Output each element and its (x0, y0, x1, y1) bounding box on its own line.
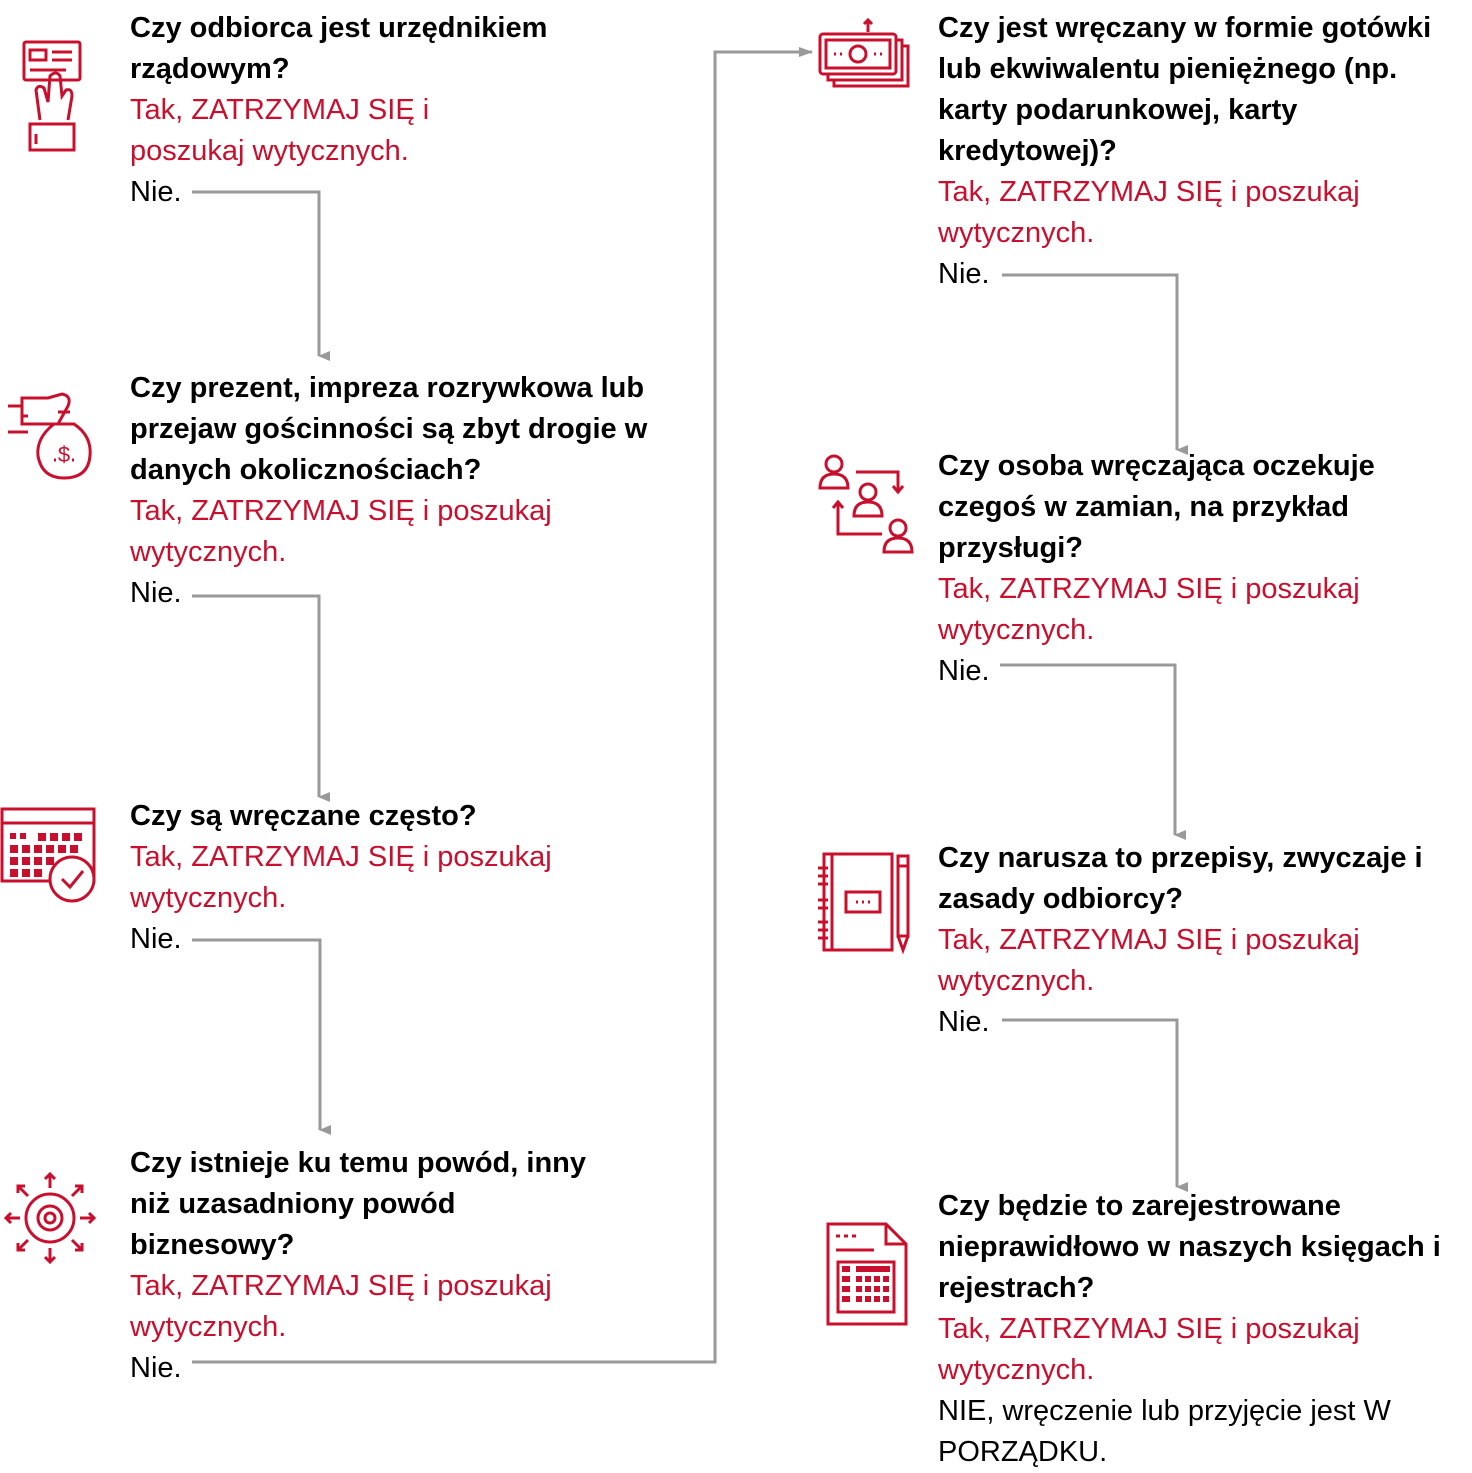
yes-answer: Tak, ZATRZYMAJ SIĘ i poszukaj wytycznych… (938, 1313, 1360, 1386)
connector-2-3 (192, 594, 330, 802)
connector-1-2 (192, 190, 330, 361)
question-text: Czy jest wręczany w formie gotówki lub e… (938, 12, 1432, 167)
no-answer: Nie. (130, 923, 182, 955)
final-answer: NIE, wręczenie lub przyjęcie jest W PORZ… (938, 1395, 1391, 1468)
no-answer: Nie. (938, 1006, 990, 1038)
step-5: Czy jest wręczany w formie gotówki lub e… (938, 8, 1468, 295)
yes-answer: Tak, ZATRZYMAJ SIĘ i poszukaj wytycznych… (130, 94, 430, 167)
calendar-check-icon (0, 807, 98, 905)
people-exchange-icon (818, 452, 916, 554)
question-text: Czy prezent, impreza rozrywkowa lub prze… (130, 372, 648, 486)
money-bag-hand-icon: $ (8, 388, 100, 488)
question-text: Czy są wręczane często? (130, 800, 477, 832)
svg-text:$: $ (58, 442, 70, 467)
yes-answer: Tak, ZATRZYMAJ SIĘ i poszukaj wytycznych… (938, 176, 1360, 249)
connector-3-4 (192, 938, 331, 1135)
notebook-pen-icon (818, 852, 914, 954)
connector-5-6 (1002, 273, 1188, 455)
step-4: Czy istnieje ku temu powód, inny niż uza… (130, 1143, 610, 1389)
yes-answer: Tak, ZATRZYMAJ SIĘ i poszukaj wytycznych… (938, 924, 1360, 997)
banknotes-icon (818, 18, 914, 88)
question-text: Czy istnieje ku temu powód, inny niż uza… (130, 1147, 586, 1261)
no-answer: Nie. (938, 655, 990, 687)
step-2: Czy prezent, impreza rozrywkowa lub prze… (130, 368, 670, 614)
target-arrows-icon (4, 1172, 96, 1264)
connector-4-5 (192, 47, 813, 1364)
step-7: Czy narusza to przepisy, zwyczaje i zasa… (938, 838, 1468, 1043)
question-text: Czy będzie to zarejestrowane nieprawidło… (938, 1190, 1441, 1304)
yes-answer: Tak, ZATRZYMAJ SIĘ i poszukaj wytycznych… (130, 1270, 552, 1343)
step-6: Czy osoba wręczająca oczekuje czegoś w z… (938, 446, 1438, 692)
yes-answer: Tak, ZATRZYMAJ SIĘ i poszukaj wytycznych… (938, 573, 1360, 646)
question-text: Czy osoba wręczająca oczekuje czegoś w z… (938, 450, 1375, 564)
no-answer: Nie. (130, 176, 182, 208)
yes-answer: Tak, ZATRZYMAJ SIĘ i poszukaj wytycznych… (130, 841, 552, 914)
spreadsheet-document-icon (826, 1222, 908, 1326)
id-card-hand-icon (22, 40, 84, 152)
yes-answer: Tak, ZATRZYMAJ SIĘ i poszukaj wytycznych… (130, 495, 552, 568)
step-1: Czy odbiorca jest urzędnikiem rządowym? … (130, 8, 630, 213)
step-3: Czy są wręczane często? Tak, ZATRZYMAJ S… (130, 796, 670, 960)
step-8: Czy będzie to zarejestrowane nieprawidło… (938, 1186, 1468, 1473)
no-answer: Nie. (130, 1352, 182, 1384)
question-text: Czy odbiorca jest urzędnikiem rządowym? (130, 12, 548, 85)
connector-6-7 (1000, 663, 1186, 840)
no-answer: Nie. (938, 258, 990, 290)
connector-7-8 (1002, 1018, 1188, 1192)
no-answer: Nie. (130, 577, 182, 609)
question-text: Czy narusza to przepisy, zwyczaje i zasa… (938, 842, 1423, 915)
